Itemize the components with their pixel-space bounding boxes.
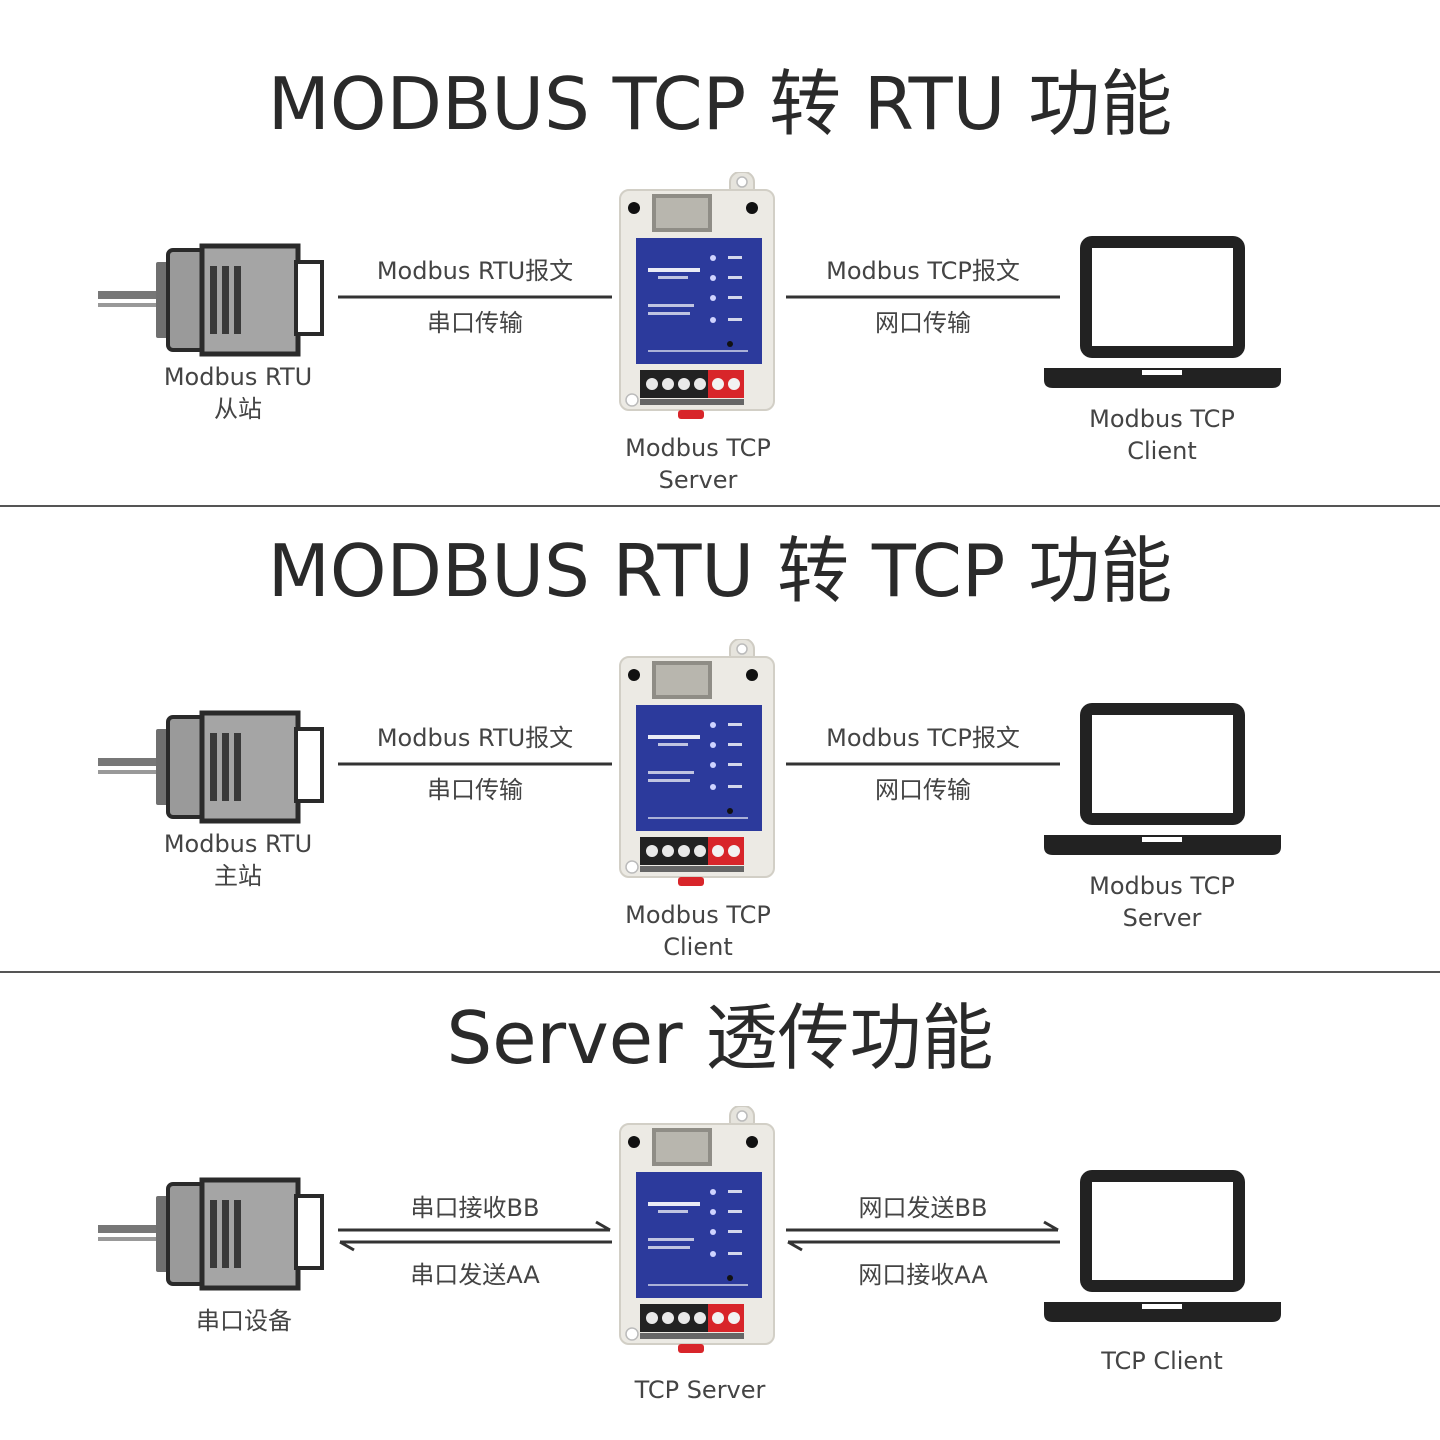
serial-device-label: 串口设备 bbox=[196, 1307, 292, 1335]
pc-label-line1: Modbus TCP bbox=[1089, 405, 1235, 433]
pc-label-line2: Client bbox=[1127, 437, 1197, 465]
section-rtu-to-tcp: MODBUS RTU 转 TCP 功能 Modbus RTU报文 串口传输 Mo… bbox=[0, 467, 1440, 961]
serial-device-label-line2: 从站 bbox=[214, 395, 262, 423]
serial-message-label: Modbus RTU报文 bbox=[376, 724, 574, 752]
serial-receive-label: 串口接收BB bbox=[410, 1194, 540, 1222]
pc-label-line1: Modbus TCP bbox=[1089, 872, 1235, 900]
serial-transport-label: 串口传输 bbox=[427, 776, 523, 804]
section-title: MODBUS TCP 转 RTU 功能 bbox=[267, 62, 1173, 146]
section-title: MODBUS RTU 转 TCP 功能 bbox=[267, 529, 1173, 613]
section-title: Server 透传功能 bbox=[446, 996, 994, 1080]
network-receive-label: 网口接收AA bbox=[858, 1261, 988, 1289]
section-divider bbox=[0, 971, 1440, 973]
network-send-label: 网口发送BB bbox=[858, 1194, 988, 1222]
gateway-label-line1: Modbus TCP bbox=[625, 434, 771, 462]
network-transport-label: 网口传输 bbox=[875, 309, 971, 337]
pc-label: TCP Client bbox=[1101, 1347, 1223, 1375]
section-divider bbox=[0, 505, 1440, 507]
pc-label-line2: Server bbox=[1122, 904, 1202, 932]
connection-lines bbox=[338, 762, 1060, 766]
serial-send-label: 串口发送AA bbox=[410, 1261, 540, 1289]
section-server-passthrough: Server 透传功能 串口接收BB 串口发送AA 网口发送BB 网口接收AA … bbox=[0, 934, 1440, 1404]
serial-device-label-line2: 主站 bbox=[214, 862, 262, 890]
connection-lines bbox=[338, 295, 1060, 299]
gateway-label: TCP Server bbox=[634, 1376, 766, 1404]
network-message-label: Modbus TCP报文 bbox=[826, 724, 1020, 752]
network-message-label: Modbus TCP报文 bbox=[826, 257, 1020, 285]
gateway-label-line2: Client bbox=[663, 933, 733, 961]
section-tcp-to-rtu: MODBUS TCP 转 RTU 功能 Modbus RTU报文 串口传输 Mo… bbox=[0, 0, 1440, 494]
serial-device-label-line1: Modbus RTU bbox=[163, 363, 313, 391]
gateway-label-line1: Modbus TCP bbox=[625, 901, 771, 929]
serial-message-label: Modbus RTU报文 bbox=[376, 257, 574, 285]
gateway-label-line2: Server bbox=[658, 466, 738, 494]
network-transport-label: 网口传输 bbox=[875, 776, 971, 804]
serial-device-label-line1: Modbus RTU bbox=[163, 830, 313, 858]
bidirectional-arrows bbox=[338, 1220, 1060, 1252]
serial-transport-label: 串口传输 bbox=[427, 309, 523, 337]
